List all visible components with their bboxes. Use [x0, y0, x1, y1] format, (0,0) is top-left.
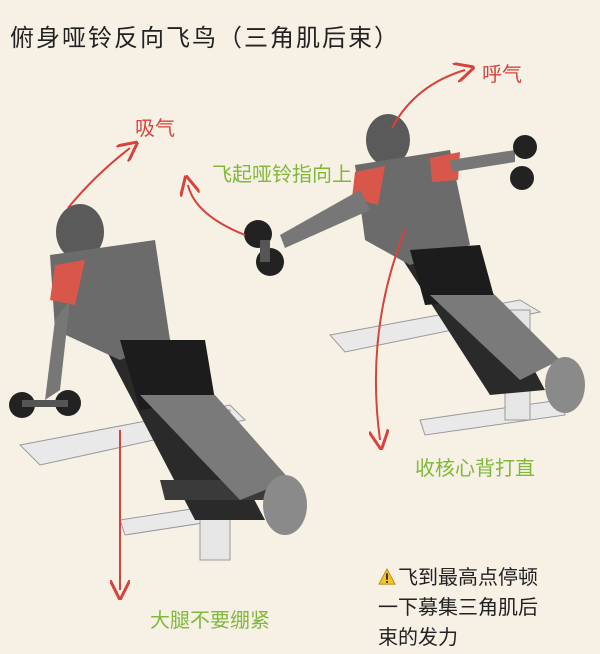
right-figure — [244, 114, 585, 413]
tip-note: 飞到最高点停顿 一下募集三角肌后 束的发力 — [378, 562, 588, 652]
core-arrow — [376, 229, 406, 440]
core-label: 收核心背打直 — [415, 456, 535, 480]
thigh-label: 大腿不要绷紧 — [150, 608, 270, 632]
inhale-label: 吸气 — [135, 116, 175, 140]
exhale-label: 呼气 — [482, 62, 522, 86]
note-line-1: 飞到最高点停顿 — [398, 565, 538, 589]
left-figure — [9, 204, 307, 535]
exhale-arrow — [391, 70, 465, 129]
note-line-2: 一下募集三角肌后 — [378, 595, 538, 619]
warning-icon — [378, 568, 396, 585]
page-title: 俯身哑铃反向飞鸟（三角肌后束） — [10, 24, 400, 52]
inhale-arrow — [67, 148, 130, 209]
note-line-3: 束的发力 — [378, 625, 458, 649]
raise-arrow — [188, 185, 246, 236]
raise-label: 飞起哑铃指向上 — [212, 162, 352, 186]
